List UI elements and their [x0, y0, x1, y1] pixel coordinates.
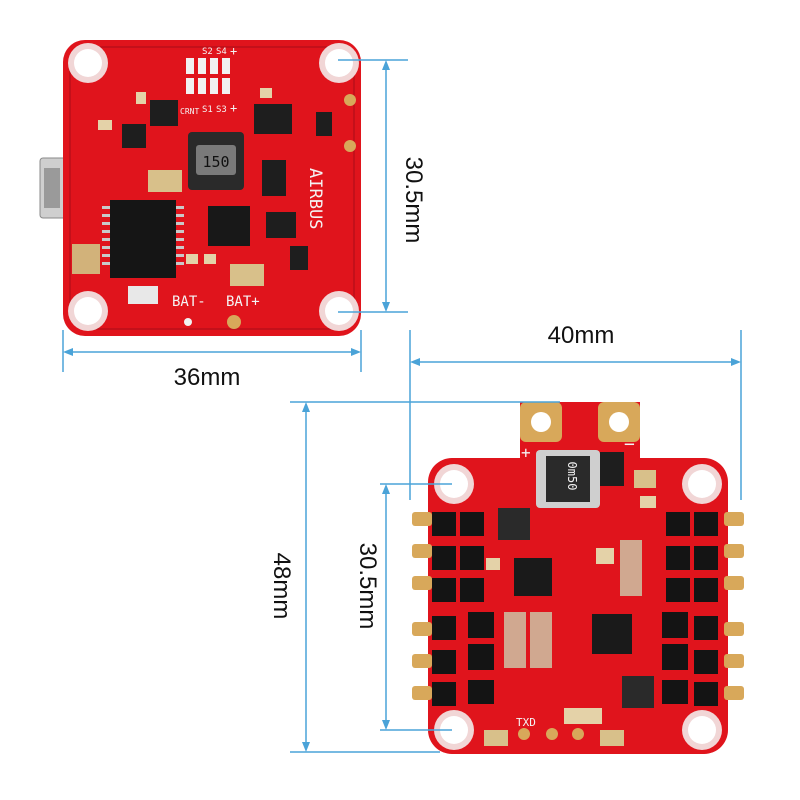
fc-small-components [72, 88, 356, 329]
pin-label-plus-top: + [230, 44, 237, 58]
fc-mcu-chip [110, 200, 176, 278]
esc-plus-label: + [521, 443, 531, 462]
fc-mount-holes [68, 43, 359, 331]
esc-driver-chips [498, 508, 654, 708]
pin-label-s2: S2 [202, 47, 213, 57]
esc-minus-label: − [624, 434, 635, 455]
esc-board: 0m50 + − [412, 402, 744, 754]
bat-minus-label: BAT- [172, 294, 206, 310]
fc-secondary-chip [208, 206, 250, 246]
esc-mount-holes [434, 464, 722, 750]
esc-height-dimension-label: 48mm [268, 552, 295, 620]
fc-height-dimension-label: 30.5mm [400, 156, 427, 244]
pin-label-s4: S4 [216, 47, 227, 57]
esc-dimension-lines [290, 330, 742, 753]
txd-label: TXD [516, 716, 536, 729]
brand-label: AIRBUS [305, 168, 325, 229]
shunt-marking: 0m50 [565, 462, 579, 491]
fc-dimension-lines [62, 59, 408, 372]
pin-label-plus-bottom: + [230, 101, 237, 115]
esc-motor-pads [412, 512, 744, 700]
pin-label-crnt: CRNT [180, 107, 199, 116]
flight-controller-board: S2 S4 + CRNT S1 S3 + 150 [39, 40, 361, 336]
fc-pin-pads [186, 58, 230, 94]
esc-mosfets [432, 512, 718, 706]
esc-width-dimension-label: 40mm [547, 322, 615, 349]
esc-resistor-arrays [484, 496, 656, 746]
inductor-marking: 150 [202, 153, 229, 171]
pin-label-s1: S1 [202, 105, 213, 115]
pin-label-s3: S3 [216, 105, 227, 115]
bat-plus-label: BAT+ [226, 294, 260, 310]
esc-mount-dimension-label: 30.5mm [354, 542, 381, 630]
fc-width-dimension-label: 36mm [173, 364, 241, 391]
